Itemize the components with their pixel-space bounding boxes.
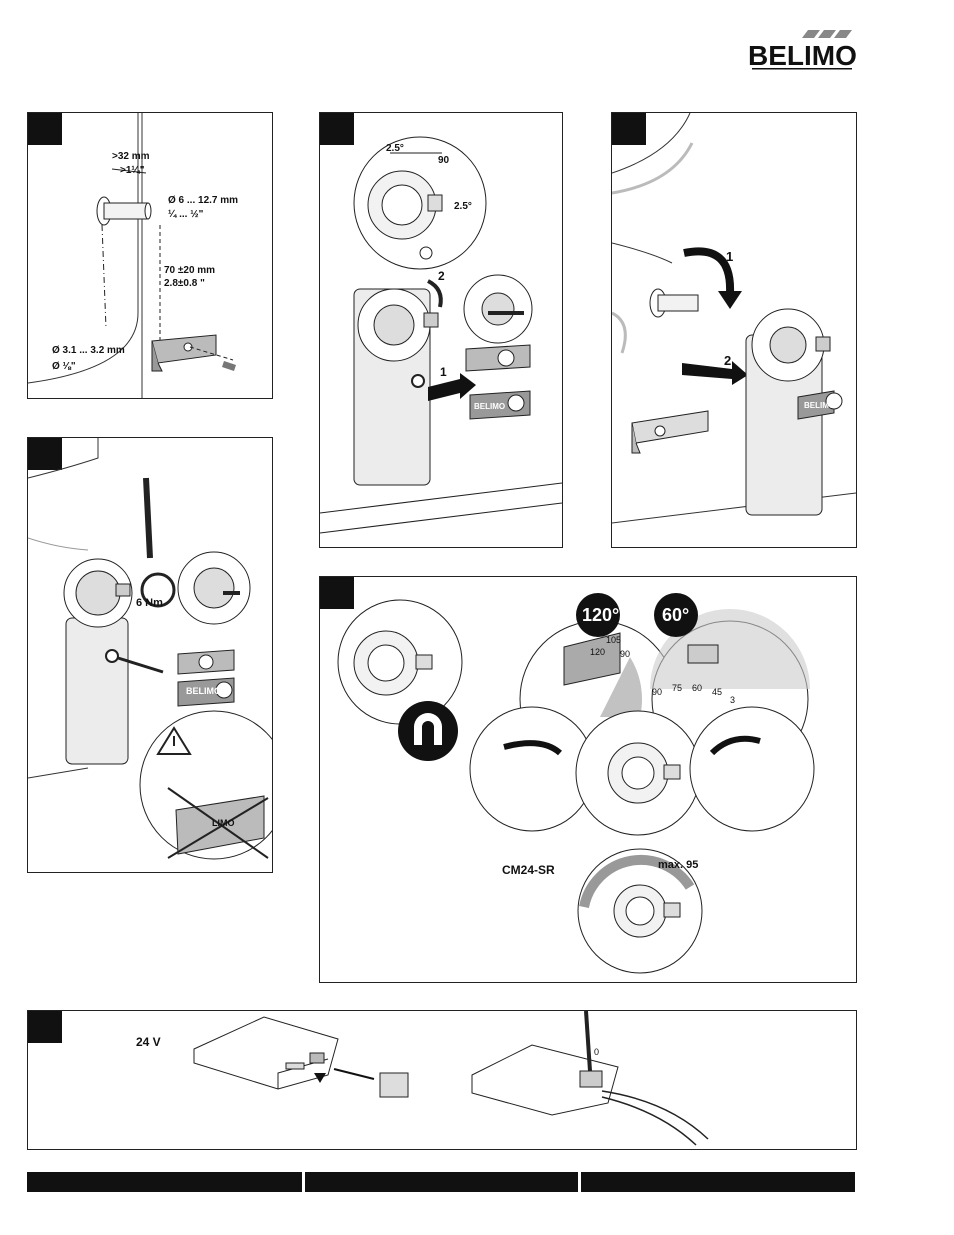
angle-60-label: 60° [662,605,689,626]
scale-b-5: 3 [730,695,735,705]
panel-angle-limitation: 120° 60° 120 105 90 90 75 60 45 3 CM24-S… [319,576,857,983]
scale-a-2: 105 [606,635,621,645]
panel-adapter-setup: 2.5° 90 2.5° 2 1 BELIMO [319,112,563,548]
zero-label: 0 [594,1047,599,1057]
dim-dist-in: 2.8±0.8 " [164,278,205,289]
tightening-drawing [28,438,272,872]
angle-120-label: 120° [582,605,619,626]
model-label: CM24-SR [502,863,555,877]
mounting-drawing [612,113,856,547]
dim-length-mm: >32 mm [112,151,150,162]
wiring-drawing [28,1011,856,1149]
label-plate-text: BELIMO [474,402,505,411]
scale-b-4: 45 [712,687,722,697]
panel-mount-actuator: 1 2 BELIMO [611,112,857,548]
arrow-2-label: 2 [438,269,445,283]
torque-label: 6 Nm [136,597,163,609]
dim-dia-mm: Ø 6 ... 12.7 mm [168,195,238,206]
scale-b-2: 75 [672,683,682,693]
scale-90-label: 90 [438,155,449,166]
label-plate-text-crossed: LIMO [212,818,235,828]
footer-bar-left [27,1172,302,1192]
voltage-label: 24 V [136,1035,161,1049]
footer-bar-middle [305,1172,578,1192]
scale-a-3: 90 [620,649,630,659]
dim-length-in: >1¼" [120,165,144,176]
dim-dist-mm: 70 ±20 mm [164,265,215,276]
label-plate-text: BELIMO [186,686,221,696]
footer-bar-right [581,1172,855,1192]
dim-hole-in: Ø ⅛" [52,361,76,372]
label-plate-text: BELIMO [804,401,835,410]
max-angle-label: max. 95 [658,859,698,871]
angle-limit-drawing [320,577,856,982]
arrow-2-label: 2 [724,353,731,368]
scale-b-3: 60 [692,683,702,693]
brand-name: BELIMO [748,40,857,72]
dim-dia-in: ¼ ... ½" [168,209,203,220]
angle-side-label: 2.5° [454,201,472,212]
belimo-logo: BELIMO [748,30,858,74]
adapter-drawing [320,113,562,547]
arrow-1-label: 1 [440,365,447,379]
panel-wiring: 24 V 0 [27,1010,857,1150]
angle-top-label: 2.5° [386,143,404,154]
panel-tightening: 6 Nm BELIMO LIMO [27,437,273,873]
scale-a-1: 120 [590,647,605,657]
panel-shaft-dimensions: >32 mm >1¼" Ø 6 ... 12.7 mm ¼ ... ½" 70 … [27,112,273,399]
scale-b-1: 90 [652,687,662,697]
dim-hole-mm: Ø 3.1 ... 3.2 mm [52,345,125,356]
arrow-1-label: 1 [726,249,733,264]
